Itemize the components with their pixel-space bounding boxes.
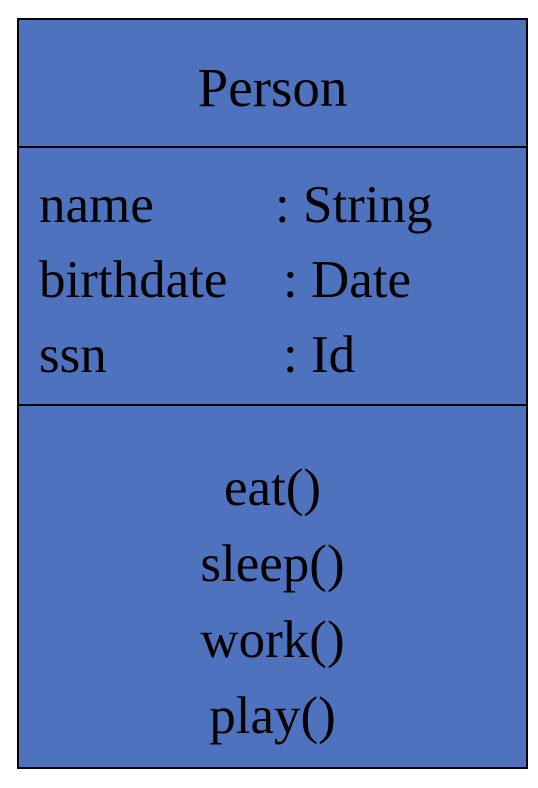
attribute-row: name : String [39,168,526,243]
operation-item: eat() [223,459,322,517]
attributes-compartment: name : String birthdate : Date ssn : Id [19,148,526,406]
attribute-row: ssn : Id [39,318,526,393]
class-name-compartment: Person [19,20,526,148]
attribute-type: : Date [283,251,412,309]
operation-item: play() [209,687,336,745]
operation-item: work() [200,611,345,669]
operations-compartment: eat() sleep() work() play() [19,406,526,767]
uml-class-box: Person name : String birthdate : Date ss… [17,18,528,769]
attribute-row: birthdate : Date [39,243,526,318]
attribute-type: : Id [283,326,356,384]
operation-item: sleep() [200,535,345,593]
attribute-name: name [39,176,154,234]
attribute-name: ssn [39,326,107,384]
class-name: Person [197,56,348,118]
attribute-type: : String [275,176,433,234]
attribute-name: birthdate [39,251,228,309]
